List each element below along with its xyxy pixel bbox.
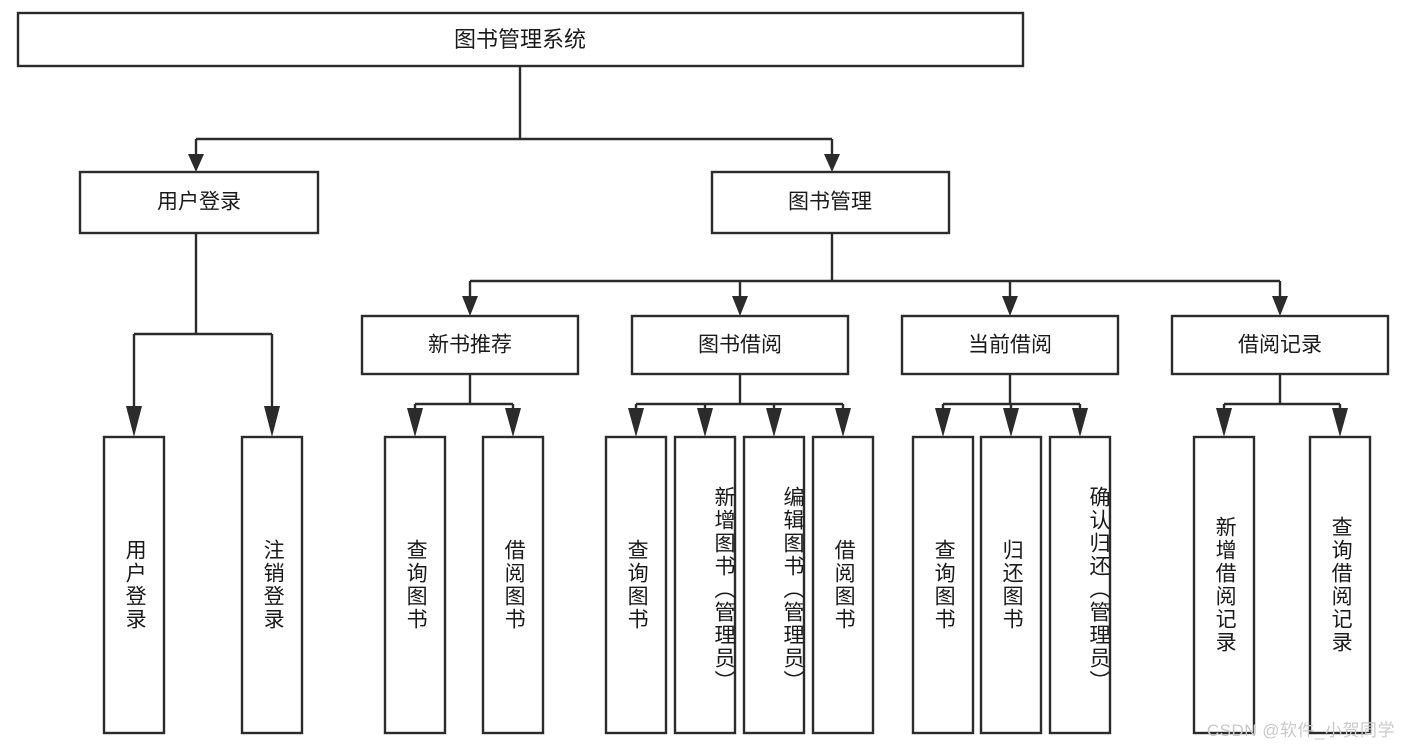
connectors-new-book-to-leaves: [407, 374, 521, 437]
leaf-box-confirm-return-admin[interactable]: [1048, 435, 1112, 735]
arrowhead-to-user-login: [188, 154, 204, 172]
node-book-borrow-label: 图书借阅: [698, 334, 782, 357]
node-new-book-recommend[interactable]: 新书推荐: [360, 314, 580, 376]
arrowhead-to-book-manage: [824, 154, 840, 172]
node-user-login-label: 用户登录: [157, 191, 241, 214]
connectors-current-borrow-to-leaves: [935, 374, 1088, 437]
node-new-book-recommend-box[interactable]: [360, 314, 580, 376]
watermark-text: CSDN @软件_小贺同学: [1206, 721, 1395, 740]
node-book-manage-label: 图书管理: [788, 191, 872, 214]
connectors-book-manage-to-level3: [462, 233, 1288, 316]
connectors-borrow-record-to-leaves: [1216, 374, 1348, 437]
node-user-login[interactable]: 用户登录: [78, 170, 320, 235]
leaf-box-add-book-admin[interactable]: [673, 435, 737, 735]
leaf-box-query-book-1[interactable]: [383, 435, 447, 735]
node-root[interactable]: 图书管理系统: [16, 11, 1025, 68]
leaf-box-borrow-book-2[interactable]: [811, 435, 875, 735]
node-borrow-record[interactable]: 借阅记录: [1170, 314, 1390, 376]
leaf-box-query-book-3[interactable]: [911, 435, 975, 735]
leaf-box-return-book[interactable]: [979, 435, 1043, 735]
node-root-label: 图书管理系统: [454, 27, 586, 52]
leaf-box-user-login[interactable]: [102, 435, 166, 735]
node-new-book-recommend-label: 新书推荐: [428, 334, 512, 357]
leaf-box-query-borrow-record[interactable]: [1308, 435, 1372, 735]
connectors-user-login-to-leaves: [126, 233, 280, 437]
leaf-box-query-book-2[interactable]: [604, 435, 668, 735]
node-current-borrow-box[interactable]: [900, 314, 1120, 376]
leaf-box-logout[interactable]: [240, 435, 304, 735]
node-book-manage-box[interactable]: [710, 170, 951, 235]
node-book-manage[interactable]: 图书管理: [710, 170, 951, 235]
connectors-book-borrow-to-leaves: [628, 374, 851, 437]
node-current-borrow-label: 当前借阅: [968, 334, 1052, 357]
node-current-borrow[interactable]: 当前借阅: [900, 314, 1120, 376]
leaf-box-edit-book-admin[interactable]: [742, 435, 806, 735]
node-borrow-record-label: 借阅记录: [1238, 334, 1322, 357]
connectors-root-to-level2: [194, 66, 834, 158]
leaf-box-add-borrow-record[interactable]: [1192, 435, 1256, 735]
node-book-borrow[interactable]: 图书借阅: [630, 314, 850, 376]
node-user-login-box[interactable]: [78, 170, 320, 235]
leaf-box-borrow-book-1[interactable]: [481, 435, 545, 735]
node-borrow-record-box[interactable]: [1170, 314, 1390, 376]
node-book-borrow-box[interactable]: [630, 314, 850, 376]
node-root-box[interactable]: [16, 11, 1025, 68]
